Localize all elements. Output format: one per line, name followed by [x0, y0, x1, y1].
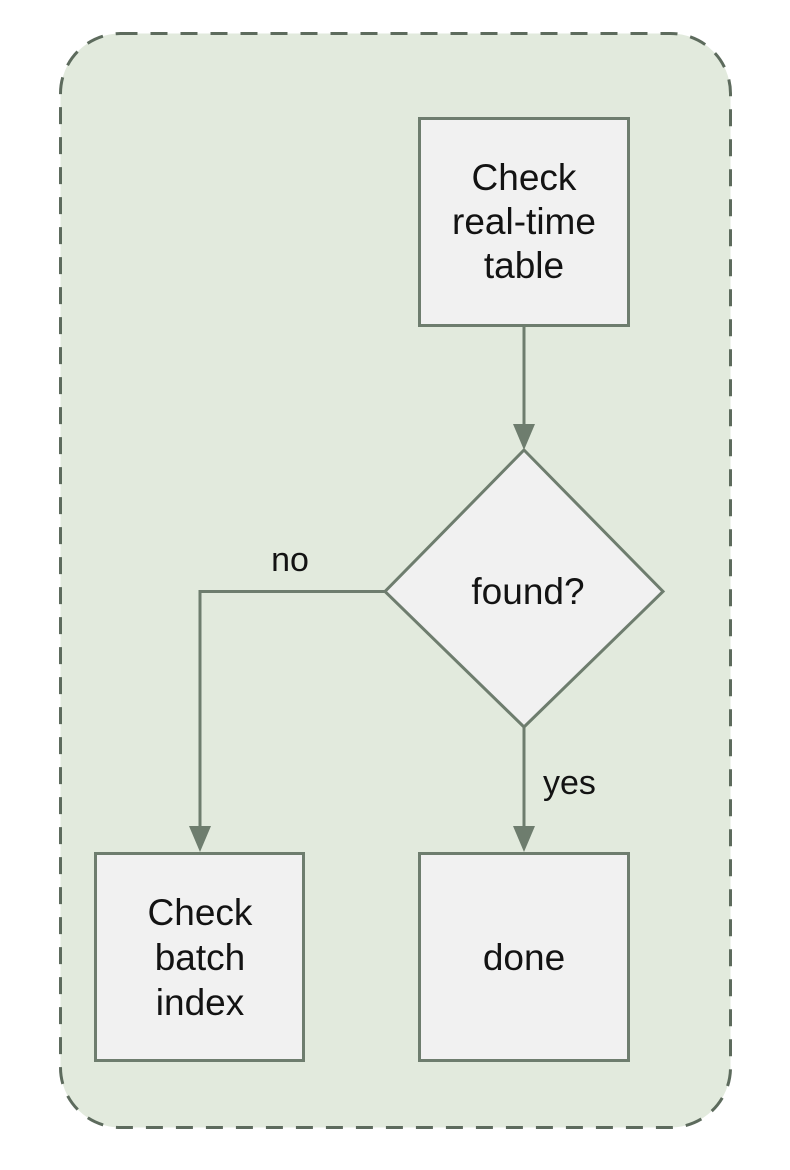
node-label-line: done	[483, 937, 565, 978]
node-shape-rect	[418, 117, 630, 327]
edge-found-yes-done	[513, 727, 535, 852]
node-label-line: batch	[155, 937, 246, 978]
node-done[interactable]: done	[418, 852, 630, 1062]
node-shape-rect	[418, 852, 630, 1062]
node-label-line: real-time	[452, 201, 596, 242]
node-check-real-time-table[interactable]: Check real-time table	[418, 117, 630, 327]
node-label-line: index	[156, 982, 245, 1023]
node-check-batch-index[interactable]: Check batch index	[94, 852, 305, 1062]
node-label-line: Check	[472, 157, 577, 198]
node-label-line: table	[484, 245, 564, 286]
node-shape-diamond	[382, 447, 666, 730]
node-label-line: found?	[471, 571, 584, 612]
node-label-line: Check	[148, 892, 253, 933]
edge-table-to-found	[513, 327, 535, 450]
edge-found-no-batch	[189, 590, 385, 852]
node-shape-rect	[94, 852, 305, 1062]
edge-label-no: no	[271, 541, 309, 579]
node-found-decision[interactable]: found?	[382, 447, 666, 730]
edge-label-yes: yes	[543, 764, 596, 802]
